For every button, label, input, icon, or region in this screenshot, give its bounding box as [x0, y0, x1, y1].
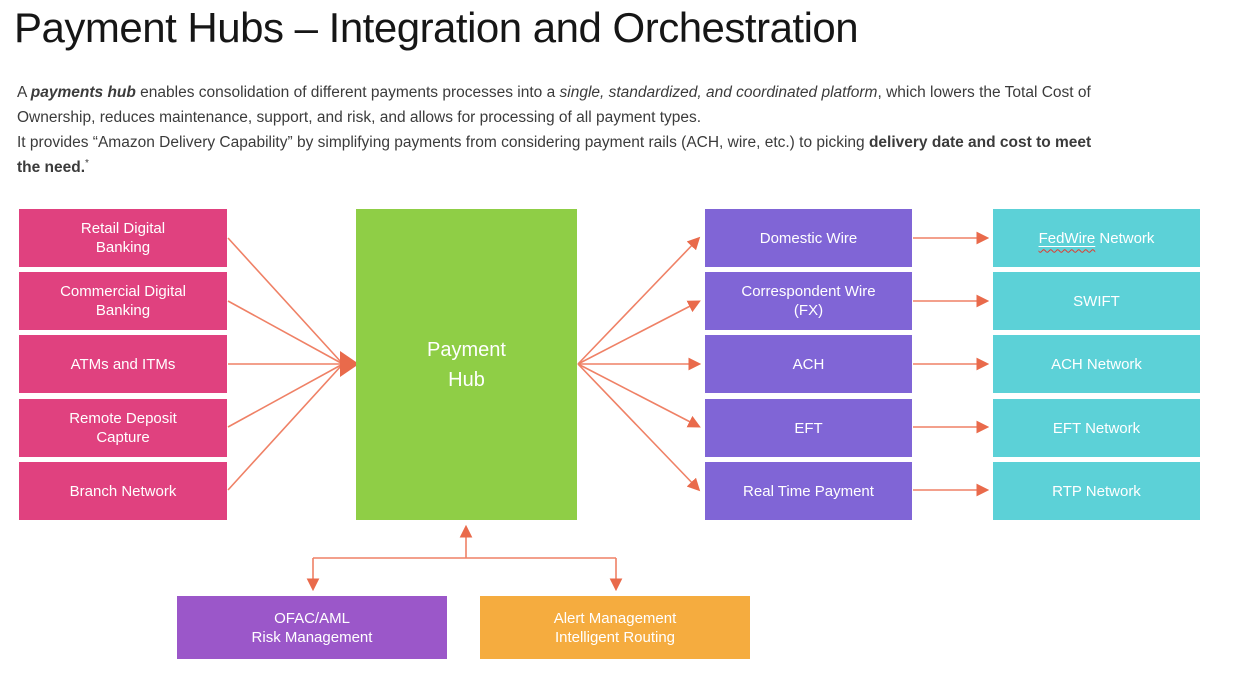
node-label: RTP Network [1052, 482, 1141, 500]
footnote-marker: * [85, 157, 89, 169]
node-label: EFT Network [1052, 419, 1141, 437]
arrow-hub-to-correspondent-wire [577, 300, 701, 365]
intro-p2-bold: delivery date and cost to meet the need. [17, 134, 1092, 176]
node-retail-digital-banking: Retail Digital Banking [19, 209, 227, 267]
arrow-branch-to-hub [227, 365, 342, 491]
node-atms-and-itms: ATMs and ITMs [19, 335, 227, 393]
intro-p1-post: , which lowers the Total Cost of Ownersh… [17, 84, 1091, 126]
spellcheck-squiggle: FedWire [1038, 229, 1096, 247]
arrow-commercial-to-hub [227, 300, 342, 364]
arrow-hub-to-rtp [577, 363, 701, 492]
node-fedwire-network: FedWire Network [993, 209, 1200, 267]
node-swift: SWIFT [993, 272, 1200, 330]
arrow-hub-to-domestic-wire [577, 236, 701, 365]
intro-p1-mid: enables consolidation of different payme… [135, 84, 560, 101]
intro-p1-pre: A [17, 84, 31, 101]
intro-p1-bold-italic: payments hub [30, 84, 136, 101]
node-label: ATMs and ITMs [70, 355, 176, 373]
node-label: Alert Management Intelligent Routing [553, 609, 677, 646]
arrow-hub-to-eft [577, 363, 701, 428]
node-ach-network: ACH Network [993, 335, 1200, 393]
node-ofac-aml-risk-management: OFAC/AML Risk Management [177, 596, 447, 659]
arrow-rdc-to-hub [227, 364, 342, 428]
intro-p2-pre: It provides “Amazon Delivery Capability”… [17, 134, 869, 151]
intro-paragraph-2: It provides “Amazon Delivery Capability”… [17, 130, 1097, 180]
node-commercial-digital-banking: Commercial Digital Banking [19, 272, 227, 330]
node-remote-deposit-capture: Remote Deposit Capture [19, 399, 227, 457]
node-label: FedWire Network [1039, 229, 1155, 248]
fedwire-underlined-text: FedWire [1039, 230, 1096, 247]
node-ach: ACH [705, 335, 912, 393]
node-label: Commercial Digital Banking [60, 283, 186, 319]
node-label: ACH [792, 355, 825, 373]
node-label: Domestic Wire [759, 229, 858, 247]
page-title: Payment Hubs – Integration and Orchestra… [14, 4, 859, 51]
node-label: Remote Deposit Capture [69, 410, 177, 446]
node-branch-network: Branch Network [19, 462, 227, 520]
node-eft: EFT [705, 399, 912, 457]
node-label: Branch Network [69, 482, 177, 500]
node-real-time-payment: Real Time Payment [705, 462, 912, 520]
node-domestic-wire: Domestic Wire [705, 209, 912, 267]
intro-p1-italic: single, standardized, and coordinated pl… [559, 84, 878, 101]
node-rtp-network: RTP Network [993, 462, 1200, 520]
node-label: Payment Hub [427, 338, 506, 391]
node-label: Retail Digital Banking [80, 220, 166, 256]
node-label: EFT [794, 419, 823, 437]
node-alert-management-intelligent-routing: Alert Management Intelligent Routing [480, 596, 750, 659]
node-eft-network: EFT Network [993, 399, 1200, 457]
node-correspondent-wire-fx: Correspondent Wire (FX) [705, 272, 912, 330]
node-label: Real Time Payment [743, 482, 874, 500]
node-label: SWIFT [1073, 292, 1120, 310]
arrow-retail-to-hub [227, 237, 342, 363]
intro-paragraph-1: A payments hub enables consolidation of … [17, 80, 1097, 130]
node-label: OFAC/AML Risk Management [251, 609, 373, 646]
fedwire-rest-text: Network [1095, 229, 1155, 247]
node-payment-hub: Payment Hub [356, 209, 577, 520]
node-label: ACH Network [1051, 355, 1142, 373]
node-label: Correspondent Wire (FX) [741, 283, 876, 319]
